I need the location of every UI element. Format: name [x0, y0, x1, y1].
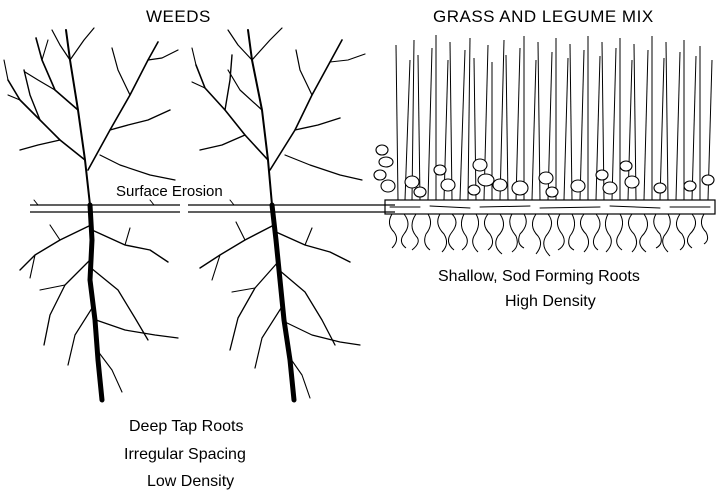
grass-legume-mix — [374, 35, 715, 256]
weeds-caption-roots: Deep Tap Roots — [129, 418, 243, 436]
grass-caption-density: High Density — [505, 293, 596, 311]
weed-plant-left — [4, 28, 178, 400]
weeds-title: WEEDS — [146, 7, 211, 27]
weeds-caption-spacing: Irregular Spacing — [124, 446, 246, 464]
weeds-ground-surface — [30, 200, 395, 212]
surface-erosion-label: Surface Erosion — [116, 183, 223, 200]
weed-plant-right — [192, 28, 365, 400]
grass-legume-title: GRASS AND LEGUME MIX — [433, 7, 654, 27]
weeds-caption-density: Low Density — [147, 473, 234, 491]
grass-caption-roots: Shallow, Sod Forming Roots — [438, 268, 640, 286]
